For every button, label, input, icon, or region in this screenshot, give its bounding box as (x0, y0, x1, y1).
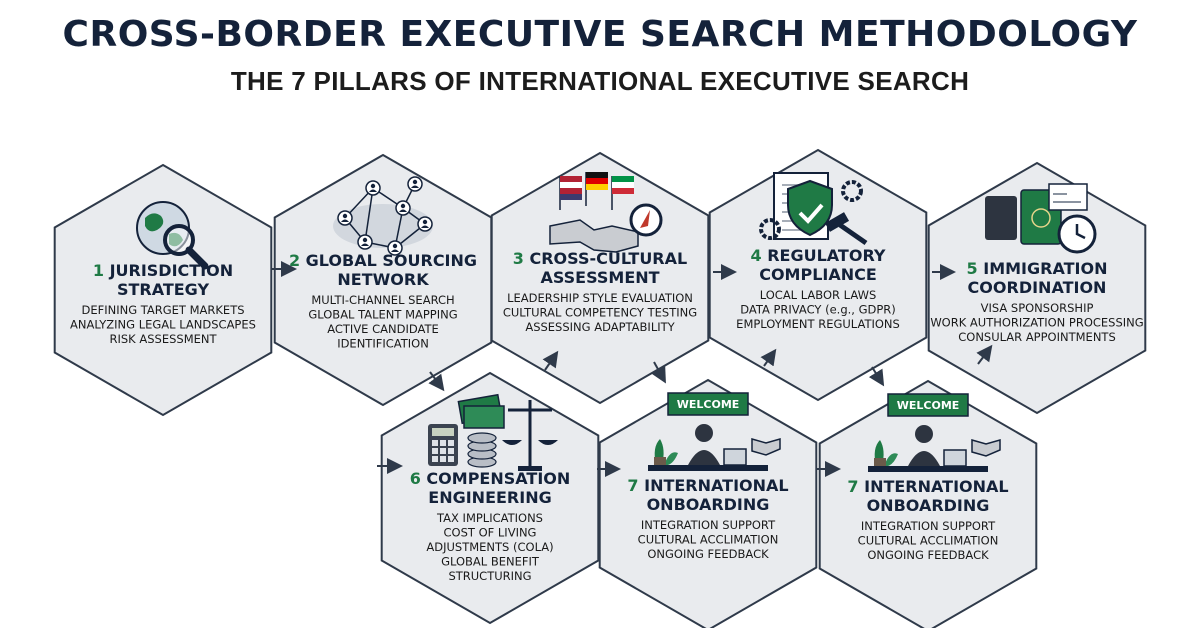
flow-arrow (542, 350, 559, 371)
pillar-item: ANALYZING LEGAL LANDSCAPES (70, 318, 256, 332)
pillar-item: GLOBAL BENEFIT (441, 555, 540, 569)
pillar-number: 3 (513, 249, 530, 268)
pillar-item: DEFINING TARGET MARKETS (81, 303, 244, 317)
pillar-item: VISA SPONSORSHIP (981, 301, 1094, 315)
pillar-number: 7 (627, 476, 644, 495)
pillar-number: 4 (751, 246, 768, 265)
welcome-banner-text: WELCOME (677, 398, 740, 411)
hexagon (53, 163, 273, 417)
pillar-item: ONGOING FEEDBACK (647, 547, 769, 561)
pillar-number: 1 (93, 261, 110, 280)
pillar-item: IDENTIFICATION (337, 337, 429, 351)
calculator-scale-icon (428, 393, 558, 471)
welcome-banner-text: WELCOME (897, 399, 960, 412)
pillar-item: LOCAL LABOR LAWS (760, 288, 877, 302)
flags-handshake-icon (549, 172, 663, 253)
pillar-item: CULTURAL ACCLIMATION (858, 534, 999, 548)
pillar-item: ACTIVE CANDIDATE (327, 322, 439, 336)
flow-arrow (760, 348, 777, 367)
pillar-item: STRUCTURING (448, 569, 531, 583)
flow-arrow (976, 344, 993, 365)
pillar-item: EMPLOYMENT REGULATIONS (736, 317, 900, 331)
pillar-item: CULTURAL COMPETENCY TESTING (503, 306, 697, 320)
pillar-item: RISK ASSESSMENT (109, 332, 217, 346)
flow-arrow (428, 371, 445, 392)
flow-arrow (651, 361, 666, 384)
hexagon (708, 148, 928, 402)
flow-arrow (868, 366, 885, 387)
pillar-item: CULTURAL ACCLIMATION (638, 533, 779, 547)
pillar-item: WORK AUTHORIZATION PROCESSING (930, 316, 1143, 330)
pillar-item: ASSESSING ADAPTABILITY (525, 320, 675, 334)
pillar-item: INTEGRATION SUPPORT (861, 519, 996, 533)
pillar-item: LEADERSHIP STYLE EVALUATION (507, 291, 693, 305)
pillar-item: DATA PRIVACY (e.g., GDPR) (740, 303, 896, 317)
pillar-item: ONGOING FEEDBACK (867, 548, 989, 562)
pillar-item: INTEGRATION SUPPORT (641, 518, 776, 532)
welcome-desk-icon: WELCOME (648, 392, 781, 471)
pillar-item: COST OF LIVING (444, 526, 537, 540)
network-map-icon (333, 176, 433, 256)
page-subtitle: THE 7 PILLARS OF INTERNATIONAL EXECUTIVE… (230, 66, 970, 96)
pillar-number: 2 (289, 251, 306, 270)
passport-visa-icon (985, 183, 1097, 254)
pillar-item: MULTI-CHANNEL SEARCH (311, 293, 454, 307)
pillar-number: 6 (410, 469, 427, 488)
globe-magnifier-icon (136, 201, 209, 270)
pillar-number: 7 (847, 477, 864, 496)
welcome-desk-icon: WELCOME (868, 393, 1001, 472)
pillar-item: CONSULAR APPOINTMENTS (958, 330, 1116, 344)
pillar-item: ADJUSTMENTS (COLA) (426, 540, 553, 554)
shield-gavel-icon (759, 172, 868, 246)
pillar-item: TAX IMPLICATIONS (436, 511, 543, 525)
pillar-number: 5 (967, 259, 984, 278)
page-title: CROSS-BORDER EXECUTIVE SEARCH METHODOLOG… (62, 14, 1138, 55)
pillar-item: GLOBAL TALENT MAPPING (308, 308, 457, 322)
